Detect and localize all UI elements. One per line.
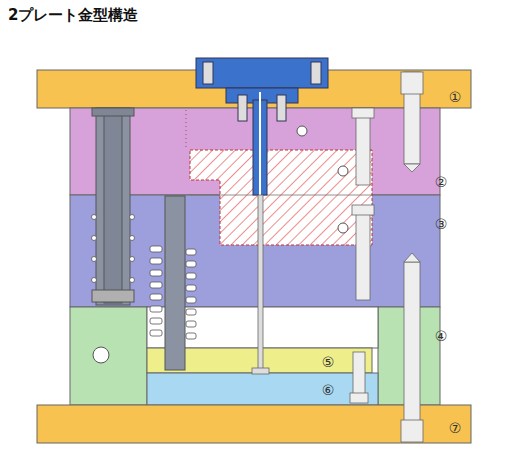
bolt [356, 210, 370, 300]
bolt-head [401, 420, 423, 442]
spring-coil [150, 330, 162, 336]
holes [92, 215, 135, 283]
cavity-core [190, 150, 372, 245]
return-spring [150, 246, 196, 339]
return-pin [165, 196, 185, 370]
bolt-head [350, 393, 368, 403]
bolt-head [352, 108, 374, 118]
spring-coil [186, 309, 196, 315]
hole [93, 347, 109, 363]
bolt-tip [404, 253, 420, 262]
ejector-pin [258, 195, 263, 371]
bolt-head [352, 205, 374, 215]
locating-ring [196, 58, 328, 88]
guide-pin [104, 113, 122, 303]
guide-pin-head [92, 108, 134, 116]
long-bolt [404, 262, 420, 440]
spring-coil [186, 333, 196, 339]
bolt [356, 110, 370, 185]
guide-bushing-flange [92, 290, 134, 302]
ejector-plate [147, 373, 378, 405]
spring-coil [186, 297, 196, 303]
spring-coil [186, 249, 196, 255]
callout-number: ④ [435, 329, 448, 343]
spring-coil [150, 270, 162, 276]
callout-number: ⑥ [322, 383, 335, 397]
cooling-hole [338, 166, 348, 176]
cooling-hole [297, 126, 307, 136]
bolt-head [401, 72, 423, 94]
bolt [203, 62, 213, 84]
spring-coil [150, 306, 162, 312]
bolt [277, 95, 286, 121]
spring-coil [186, 321, 196, 327]
bolt [311, 62, 321, 84]
callout-number: ⑤ [322, 355, 335, 369]
spring-coil [186, 285, 196, 291]
ejector-pin-head [252, 368, 269, 374]
cooling-hole [338, 223, 348, 233]
spring-coil [186, 261, 196, 267]
callout-number: ③ [435, 217, 448, 231]
callout-number: ① [449, 90, 462, 104]
bolt-tip [404, 164, 420, 172]
spring-coil [150, 318, 162, 324]
guide-bushing [96, 108, 130, 305]
spring-coil [150, 282, 162, 288]
dotted-line [186, 110, 187, 150]
sprue [259, 92, 261, 195]
spring-coil [150, 294, 162, 300]
spacer-block [70, 307, 147, 405]
bolt [238, 95, 247, 121]
spring-coil [186, 273, 196, 279]
spring-coil [150, 258, 162, 264]
callout-number: ② [435, 175, 448, 189]
parting-line [190, 195, 372, 196]
callout-number: ⑦ [449, 421, 462, 435]
diagram-title: 2プレート金型構造 [8, 6, 138, 25]
spring-coil [150, 246, 162, 252]
